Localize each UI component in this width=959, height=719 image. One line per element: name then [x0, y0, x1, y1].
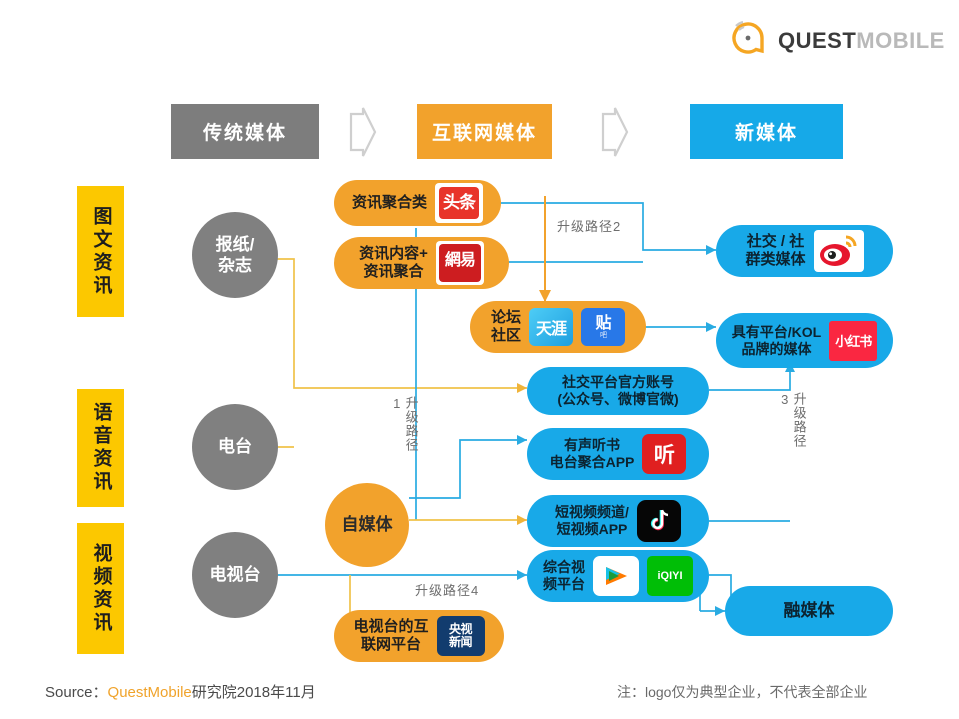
node-label: 电视台的互 联网平台	[353, 618, 429, 653]
header-label: 互联网媒体	[431, 123, 537, 144]
node-social-community-media: 社交 / 社 群类媒体	[716, 225, 893, 277]
category-label: 图文资讯	[90, 205, 112, 298]
iqiyi-logo-icon: iQIYI	[647, 556, 693, 596]
logo-quest-text: QUEST	[778, 27, 857, 53]
node-label: 电视台	[209, 565, 261, 585]
node-news-aggregation: 资讯聚合类 头条	[334, 180, 501, 226]
header-internet-media: 互联网媒体	[417, 104, 552, 159]
path-label-4: 升级路径4	[415, 583, 480, 598]
tianya-logo-icon: 天涯	[529, 308, 573, 346]
node-newspaper-magazine: 报纸/ 杂志	[192, 212, 278, 298]
category-label-audio: 语音资讯	[77, 389, 124, 507]
node-label: 论坛 社区	[490, 309, 521, 344]
node-social-official-account: 社交平台官方账号 (公众号、微博官微)	[527, 367, 709, 415]
path-label-1: 升级路径 1	[389, 396, 419, 452]
node-label: 电台	[218, 437, 252, 457]
category-label-video: 视频资讯	[77, 523, 124, 654]
node-news-content-aggregation: 资讯内容+ 资讯聚合 網易	[334, 237, 509, 289]
node-label: 报纸/ 杂志	[215, 234, 255, 275]
header-label: 传统媒体	[202, 123, 287, 144]
node-forum-community: 论坛 社区 天涯 贴 吧	[470, 301, 646, 353]
source-line: Source：QuestMobile研究院2018年11月	[45, 681, 316, 702]
node-converged-media: 融媒体	[725, 586, 893, 636]
node-label: 综合视 频平台	[543, 559, 585, 592]
node-label: 有声听书 电台聚合APP	[549, 437, 635, 470]
node-comprehensive-video-platform: 综合视 频平台 iQIYI	[527, 550, 709, 602]
ting-logo-icon: 听	[642, 434, 687, 474]
douyin-logo-icon	[636, 500, 681, 542]
node-platform-kol-media: 具有平台/KOL 品牌的媒体 小红书	[716, 313, 893, 368]
source-rest: 研究院2018年11月	[191, 684, 316, 701]
node-tv-internet-platform: 电视台的互 联网平台 央视 新闻	[334, 610, 504, 662]
node-label: 资讯聚合类	[351, 194, 427, 211]
source-prefix: Source：	[45, 684, 108, 701]
toutiao-logo-icon: 头条	[435, 183, 483, 223]
category-label-graphic-text: 图文资讯	[77, 186, 124, 317]
source-brand: QuestMobile	[107, 684, 192, 701]
chevron-arrow-1-icon	[345, 106, 379, 163]
node-label: 短视频频道/ 短视频APP	[555, 504, 629, 537]
weibo-logo-icon	[813, 230, 864, 272]
node-self-media: 自媒体	[325, 483, 409, 567]
tieba-logo-icon: 贴 吧	[581, 308, 625, 346]
node-label: 社交 / 社 群类媒体	[745, 233, 806, 268]
node-audiobook-radio-app: 有声听书 电台聚合APP 听	[527, 428, 709, 480]
node-tv-station: 电视台	[192, 532, 278, 618]
xiaohongshu-logo-icon: 小红书	[829, 320, 878, 361]
category-label: 视频资讯	[90, 542, 112, 635]
path-label-3: 升级路径 3	[777, 392, 807, 448]
footer-note: 注：logo仅为典型企业，不代表全部企业	[617, 684, 868, 700]
chevron-arrow-2-icon	[597, 106, 631, 163]
node-label: 社交平台官方账号 (公众号、微博官微)	[557, 374, 679, 407]
node-short-video-app: 短视频频道/ 短视频APP	[527, 495, 709, 547]
questmobile-logo: QUESTMOBILE	[726, 16, 945, 65]
header-traditional-media: 传统媒体	[171, 104, 319, 159]
path-label-2: 升级路径2	[557, 219, 622, 234]
node-label: 自媒体	[341, 515, 393, 535]
header-new-media: 新媒体	[690, 104, 843, 159]
logo-mobile-text: MOBILE	[856, 27, 945, 53]
node-label: 资讯内容+ 资讯聚合	[359, 245, 428, 280]
cctv-news-logo-icon: 央视 新闻	[436, 616, 485, 656]
netease-logo-icon: 網易	[435, 241, 484, 285]
node-label: 具有平台/KOL 品牌的媒体	[731, 323, 822, 357]
category-label: 语音资讯	[90, 402, 112, 494]
header-label: 新媒体	[734, 123, 798, 144]
tencent-video-logo-icon	[593, 556, 639, 596]
quest-q-logo-icon	[726, 16, 770, 65]
node-radio-station: 电台	[192, 404, 278, 490]
node-label: 融媒体	[783, 600, 835, 620]
